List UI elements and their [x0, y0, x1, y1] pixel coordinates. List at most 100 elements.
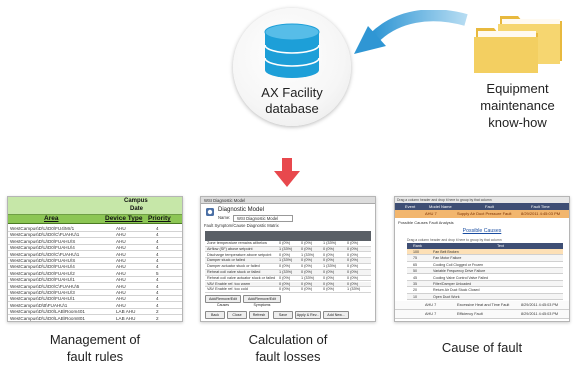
device-cell: LAB AHU: [116, 315, 136, 321]
detail-tabs[interactable]: Possible Causes Fault Analysis: [398, 220, 454, 225]
sheet-header-area: Area: [44, 215, 59, 222]
table-row: Zone temperature remains at/below 0 (0%) 0…: [205, 241, 371, 247]
model-cell: AHU 7: [425, 303, 437, 307]
priority-cell: 4: [156, 226, 159, 231]
window-button[interactable]: Add New...: [323, 311, 349, 319]
value-cell: 1 (33%): [301, 252, 315, 257]
priority-cell: 5: [156, 270, 159, 276]
value-cell: 1 (33%): [279, 270, 293, 274]
diag-name-label: Name:: [218, 215, 231, 220]
device-cell: AHU: [116, 258, 126, 263]
sel-fault: Supply Air Duct Pressure Fault: [457, 211, 512, 216]
value-cell: 0 (0%): [301, 258, 313, 263]
symptom-cell: Airflow (SF) above setpoint: [207, 246, 253, 251]
fault-cause-screenshot: Drag a column header and drop it here to…: [394, 196, 570, 322]
area-cell: WestCampus\D\U\D0\FU4\Mr/1: [10, 226, 75, 231]
value-cell: 0 (0%): [279, 264, 291, 269]
symptom-cell: Reheat coil valve stuck or failed: [207, 270, 261, 274]
priority-cell: 4: [156, 245, 159, 251]
device-cell: AHU: [116, 290, 126, 295]
sheet-header-device: Device Type: [105, 215, 143, 222]
cause-text-cell: Cooling Coil Clogged or Frozen: [433, 262, 484, 267]
value-cell: 0 (0%): [323, 270, 335, 274]
value-cell: 0 (0%): [323, 252, 335, 257]
hdr-time: Fault Time: [531, 204, 550, 209]
priority-cell: 2: [156, 315, 159, 321]
value-cell: 0 (0%): [301, 287, 313, 292]
model-icon: [206, 208, 214, 216]
window-button[interactable]: Save: [273, 311, 293, 319]
edit-causes-button[interactable]: Add/Remove/Edit Causes: [205, 295, 241, 307]
value-cell: 0 (0%): [347, 246, 359, 251]
selected-event-row[interactable]: AHU 7 Supply Air Duct Pressure Fault 8/2…: [395, 210, 569, 218]
window-button[interactable]: Refresh: [249, 311, 269, 319]
event-grid-header: Event Model Name Fault Fault Time: [395, 203, 569, 210]
area-cell: WestCampus\D\U\D0\FUAHU\2: [10, 270, 75, 276]
device-cell: AHU: [116, 270, 126, 276]
ax-facility-database: AX Facility database: [233, 8, 351, 158]
fault-cell: Efficiency Fault: [457, 312, 483, 316]
priority-cell: 4: [156, 264, 159, 270]
time-cell: 8/29/2011 4:45:03 PM: [521, 312, 559, 316]
diag-name-field[interactable]: WSI Diagnostic Model: [233, 215, 293, 222]
possible-causes-title: Possible Causes: [462, 228, 502, 234]
value-cell: 1 (33%): [279, 246, 293, 251]
cause-text-cell: Return Air Duct Stuck Closed: [433, 288, 480, 293]
priority-cell: 2: [156, 309, 159, 315]
symptom-cell: Discharge temperature above setpoint: [207, 252, 272, 257]
rank-cell: 75: [413, 256, 417, 261]
value-cell: 0 (0%): [279, 275, 291, 280]
hdr-event: Event: [405, 204, 416, 209]
priority-cell: 4: [156, 302, 159, 308]
table-row[interactable]: 65 Cooling Coil Clogged or Frozen: [407, 261, 563, 269]
value-cell: 0 (0%): [279, 241, 291, 245]
area-cell: WestCampus\D\U\D0\FUAHU\S: [10, 258, 76, 263]
device-cell: AHU: [116, 251, 126, 257]
value-cell: 0 (0%): [323, 246, 335, 251]
cause-text-cell: Filter/Damper Unloaded: [433, 282, 472, 286]
hdr-model: Model Name: [429, 204, 452, 209]
rank-cell: 50: [413, 269, 417, 274]
diag-matrix-title: Fault Symptom/Cause Diagnostic Matrix: [204, 223, 279, 228]
area-cell: WestCampus\D\B\FUAHU\1: [10, 302, 68, 308]
window-button[interactable]: Close: [227, 311, 247, 319]
window-button[interactable]: Back: [205, 311, 225, 319]
priority-cell: 4: [156, 251, 159, 257]
table-row: Discharge temperature above setpoint 0 (0…: [205, 252, 371, 259]
equipment-knowhow-label: Equipment maintenance know-how: [458, 80, 577, 131]
symptom-cell: Zone temperature remains at/below: [207, 241, 267, 245]
rank-cell: 65: [413, 262, 417, 267]
caption-loss-line2: fault losses: [255, 349, 321, 364]
area-cell: WestCampus\D\U\D0\FUAHU\S: [10, 238, 76, 244]
value-cell: 0 (0%): [323, 258, 335, 263]
value-cell: 0 (0%): [347, 241, 359, 245]
rank-cell: 35: [413, 282, 417, 286]
window-button[interactable]: Apply & Rev...: [295, 311, 321, 319]
knowhow-line2: maintenance: [480, 98, 555, 113]
priority-cell: 4: [156, 232, 159, 238]
fault-cell: Excessive Heat and Time Fault: [457, 303, 510, 307]
value-cell: 0 (0%): [279, 252, 291, 257]
table-row: Reheat coil valve actuator stuck or fail…: [205, 275, 371, 282]
table-row: Reheat coil valve stuck or failed 1 (33%)…: [205, 270, 371, 276]
device-cell: AHU: [116, 226, 126, 231]
edit-symptoms-button[interactable]: Add/Remove/Edit Symptoms: [243, 295, 281, 307]
table-row[interactable]: 35 Filter/Damper Unloaded: [407, 281, 563, 288]
sheet-campus-label: Campus: [124, 198, 148, 204]
